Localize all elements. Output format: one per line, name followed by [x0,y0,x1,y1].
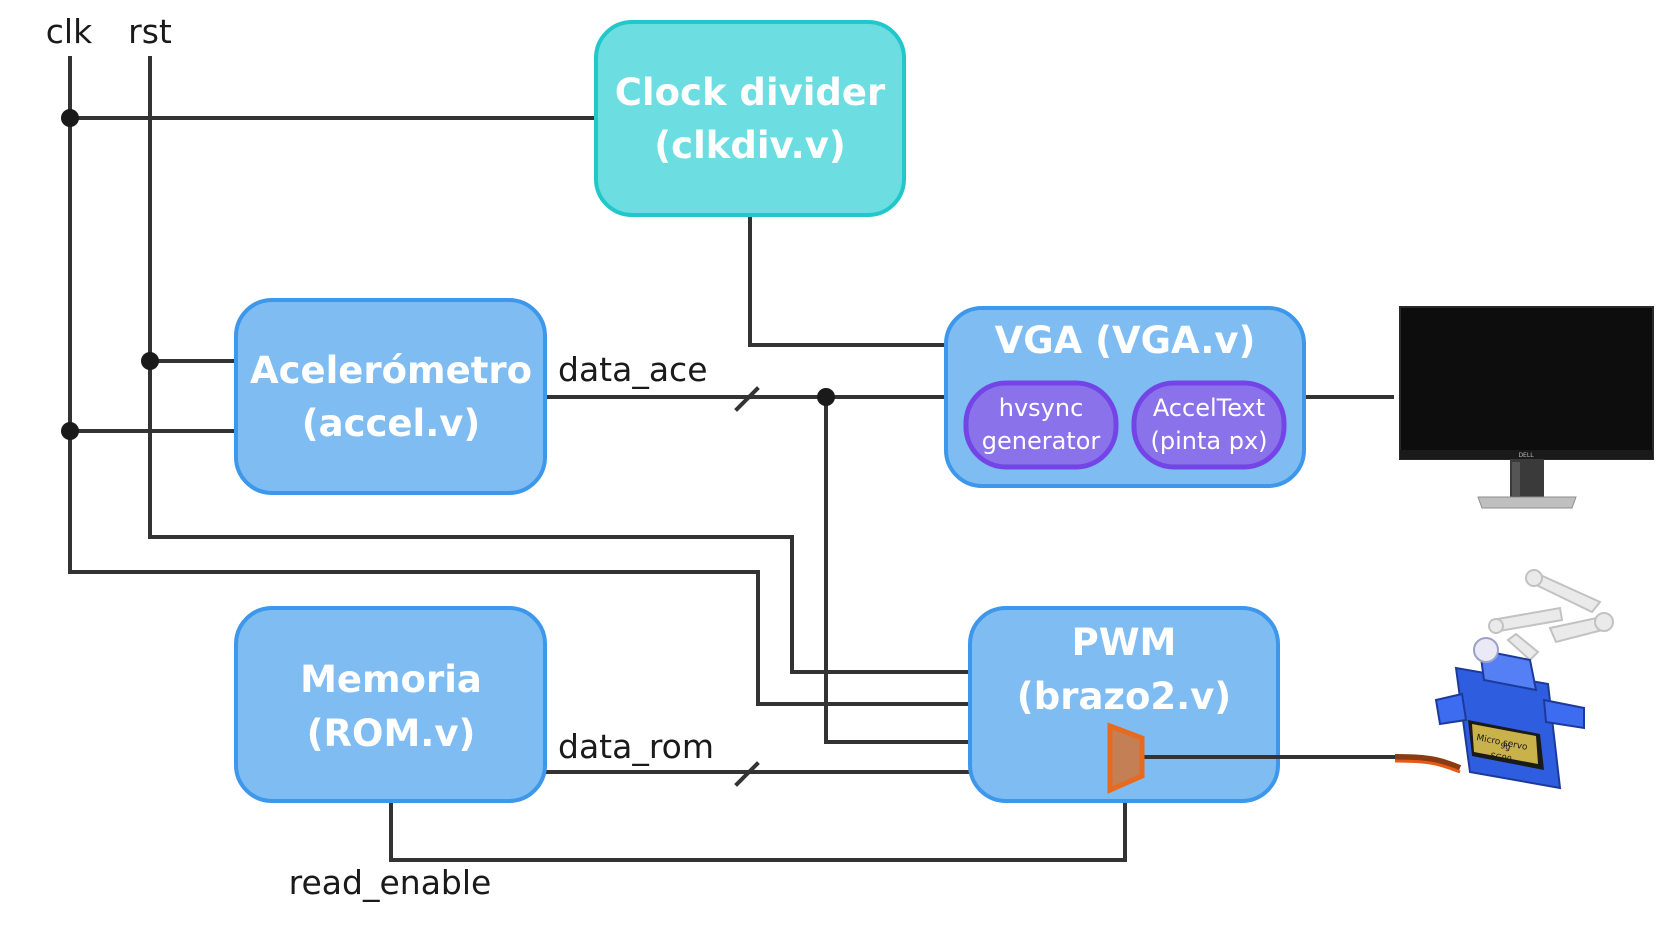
pwm-block: PWM (brazo2.v) [968,606,1280,803]
rst-to-pwm-wire [148,535,972,674]
monitor-icon: DELL [1399,306,1654,509]
wires [68,56,1397,862]
data-rom-label: data_rom [558,727,714,766]
accelerometer-title: Acelerómetro [250,349,532,392]
memory-block: Memoria (ROM.v) [234,606,547,803]
hvsync-title: hvsync [999,394,1084,422]
read-enable-wire [389,788,1127,862]
clock-divider-title: Clock divider [615,71,886,114]
hvsync-generator-block: hvsync generator [963,380,1119,470]
clock-divider-block: Clock divider (clkdiv.v) [594,20,906,217]
clock-divider-module: (clkdiv.v) [654,124,846,167]
servo-motor-icon: Micro servo 9g SG90 [1394,569,1614,790]
data-ace-bus-slash [734,386,760,412]
data-ace-junction-dot [817,388,835,406]
pwm-module: (brazo2.v) [1017,675,1231,718]
clk-junction-dot [61,422,79,440]
rst-junction-dot [141,352,159,370]
servo-horns-icon [1488,569,1614,662]
servo-label-3: SG90 [1490,751,1513,764]
pwm-title: PWM [1072,621,1177,664]
acceltext-title: AccelText [1153,394,1265,422]
clk-label: clk [46,12,93,51]
data-ace-label: data_ace [558,350,708,389]
memory-title: Memoria [300,658,482,701]
data-rom-bus-slash [734,761,760,787]
junctions [61,109,835,440]
clk-to-pwm-wire [68,570,972,706]
accelerometer-module: (accel.v) [302,402,481,445]
clkdiv-to-vga-wire [748,215,948,347]
acceltext-subtitle: (pinta px) [1150,427,1267,455]
vga-block: VGA (VGA.v) hvsync generator AccelText (… [944,306,1306,488]
acceltext-block: AccelText (pinta px) [1131,380,1287,470]
servo-label-2: 9g [1500,741,1512,752]
hvsync-subtitle: generator [982,427,1101,455]
memory-module: (ROM.v) [307,712,476,755]
rst-label: rst [128,12,172,51]
read-enable-label: read_enable [289,863,492,902]
pwm-mux-icon [1107,722,1145,794]
vga-title: VGA (VGA.v) [995,319,1256,362]
accelerometer-block: Acelerómetro (accel.v) [234,298,547,495]
clk-junction-dot [61,109,79,127]
monitor-brand: DELL [1518,452,1534,459]
